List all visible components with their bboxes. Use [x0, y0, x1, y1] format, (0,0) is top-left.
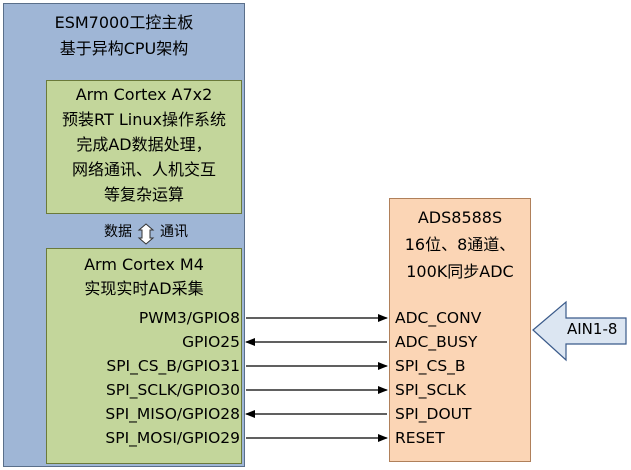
analog-input-arrow — [532, 300, 627, 362]
adc-pin: RESET — [395, 429, 445, 447]
inter-core-arrow — [137, 223, 155, 245]
analog-input-label: AIN1-8 — [567, 320, 618, 338]
mcu-pin: SPI_MOSI/GPIO29 — [105, 429, 240, 447]
link-label-data: 数据 — [104, 224, 132, 240]
a7-core-line: 完成AD数据处理， — [76, 135, 212, 154]
adc-pin: SPI_DOUT — [395, 405, 472, 423]
adc-title: ADS8588S — [417, 208, 503, 227]
m4-core-block — [46, 248, 242, 464]
m4-core-line: 实现实时AD采集 — [84, 279, 204, 298]
adc-desc-line: 16位、8通道、 — [404, 235, 516, 254]
mcu-pin: SPI_SCLK/GPIO30 — [105, 381, 240, 399]
board-title: ESM7000工控主板 — [54, 13, 194, 32]
a7-core-line: 预装RT Linux操作系统 — [62, 110, 226, 129]
a7-core-line: 等复杂运算 — [103, 185, 184, 204]
adc-pin: SPI_SCLK — [395, 381, 466, 399]
a7-core-line: Arm Cortex A7x2 — [75, 85, 213, 104]
adc-block — [389, 198, 531, 462]
mcu-pin: SPI_CS_B/GPIO31 — [106, 357, 240, 375]
adc-pin: SPI_CS_B — [395, 357, 466, 375]
adc-pin: ADC_CONV — [395, 309, 482, 327]
a7-core-line: 网络通讯、人机交互 — [71, 160, 216, 179]
adc-desc-line: 100K同步ADC — [406, 262, 514, 281]
mcu-pin: GPIO25 — [182, 333, 240, 351]
link-label-comm: 通讯 — [160, 224, 188, 240]
mcu-pin: PWM3/GPIO8 — [138, 309, 240, 327]
adc-pin: ADC_BUSY — [395, 333, 478, 351]
mcu-pin: SPI_MISO/GPIO28 — [105, 405, 240, 423]
board-subtitle: 基于异构CPU架构 — [59, 39, 189, 58]
a7-core-block — [46, 80, 242, 214]
m4-core-line: Arm Cortex M4 — [84, 255, 204, 274]
